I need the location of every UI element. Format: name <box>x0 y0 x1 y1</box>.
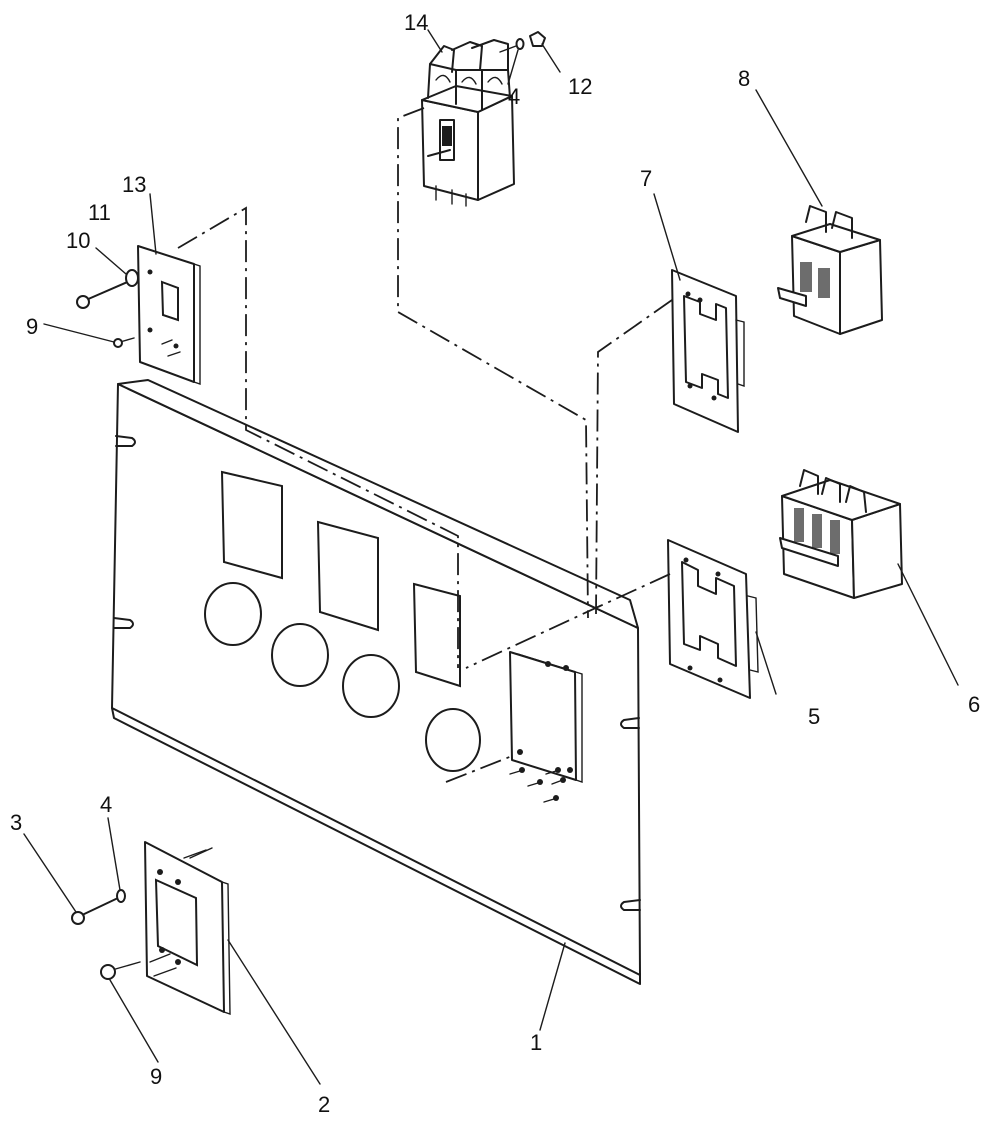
lower-left-plate <box>71 841 231 1015</box>
breaker-8-front <box>791 235 841 335</box>
panel-round-cutout-2 <box>271 623 329 687</box>
bracket-5-cutout <box>681 561 737 667</box>
leader-8 <box>755 89 823 207</box>
leader-12 <box>541 43 561 73</box>
callout-4-lower: 4 <box>100 792 112 817</box>
callout-10: 10 <box>66 228 90 253</box>
breaker-14-terminals <box>429 39 509 73</box>
breaker-14-terminal-walls <box>427 63 511 111</box>
upper-plate-edge <box>193 263 201 385</box>
panel-slot-lower-right <box>620 899 641 911</box>
leader-9-lower <box>109 979 159 1063</box>
callout-4-upper: 4 <box>508 84 520 109</box>
leader-4-lower <box>107 817 121 891</box>
leader-13 <box>149 193 157 255</box>
bracket-7-plate <box>671 269 739 433</box>
callout-2: 2 <box>318 1092 330 1117</box>
callout-5: 5 <box>808 704 820 729</box>
breaker-8-handle <box>777 287 807 307</box>
leader-2 <box>227 939 321 1085</box>
panel-rect-cutout-2 <box>316 520 379 632</box>
panel-meter-box <box>509 651 577 781</box>
callout-9-lower: 9 <box>150 1064 162 1089</box>
callout-8: 8 <box>738 66 750 91</box>
breaker-8 <box>777 205 883 335</box>
top-breaker <box>421 31 546 207</box>
washer-4-lower <box>116 889 126 903</box>
callout-12: 12 <box>568 74 592 99</box>
screw-3-head <box>71 911 85 925</box>
assembly-lines <box>177 107 673 859</box>
bracket-5-plate <box>667 539 751 699</box>
breaker-6-terminals <box>799 469 867 513</box>
leader-9-upper <box>43 323 115 343</box>
meter-box-stud <box>563 665 569 671</box>
leader-3 <box>23 833 77 913</box>
bracket-7-cutout <box>683 295 729 399</box>
callout-1: 1 <box>530 1030 542 1055</box>
leader-7 <box>653 193 681 281</box>
breaker-14-top <box>421 85 513 113</box>
panel-rect-cutout-3 <box>412 582 461 688</box>
panel-slot-upper-left <box>115 435 136 447</box>
leader-1 <box>539 942 566 1031</box>
screw-10-head <box>76 295 90 309</box>
callout-labels: 1 2 3 4 4 5 6 7 8 9 9 10 11 12 13 14 <box>10 10 980 1117</box>
nut-9-lower <box>100 964 116 980</box>
leader-lines <box>23 29 959 1085</box>
panel-bottom-edge <box>111 707 641 985</box>
lower-plate-edge <box>221 881 231 1015</box>
leader-4-upper <box>507 49 519 85</box>
callout-13: 13 <box>122 172 146 197</box>
plate-hole <box>173 343 179 349</box>
meter-box-stud <box>517 749 523 755</box>
panel-round-cutout-4 <box>425 708 481 772</box>
callout-3: 3 <box>10 810 22 835</box>
panel-round-cutout-3 <box>342 654 400 718</box>
callout-7: 7 <box>640 166 652 191</box>
leader-11 <box>95 247 127 275</box>
breaker-14-side <box>477 95 515 201</box>
leader-6 <box>897 563 959 686</box>
leader-14 <box>427 29 443 53</box>
panel-slot-upper-right <box>620 717 640 729</box>
panel-screws <box>509 767 566 803</box>
leader-5 <box>755 631 777 695</box>
breaker-8-top <box>791 223 881 253</box>
screw-10-shank <box>85 279 133 301</box>
plate-hole <box>147 269 153 275</box>
breaker-6-handle <box>779 537 839 567</box>
plate-hole <box>147 327 153 333</box>
nut-9-upper <box>113 338 123 348</box>
breaker-8-side <box>839 239 883 335</box>
washer-4-upper <box>515 38 525 50</box>
callout-14: 14 <box>404 10 428 35</box>
washer-11 <box>125 269 139 287</box>
bracket-5 <box>667 539 759 699</box>
lower-plate-window <box>154 878 199 967</box>
breaker-8-terminals <box>805 205 853 239</box>
main-panel <box>111 379 641 985</box>
callout-11: 11 <box>88 200 111 225</box>
breaker-6 <box>779 469 903 599</box>
breaker-14-toggle <box>442 126 452 146</box>
callout-9-upper: 9 <box>26 314 38 339</box>
panel-round-cutout-1 <box>204 582 262 646</box>
meter-box-stud <box>567 767 573 773</box>
upper-left-plate <box>76 245 201 385</box>
panel-slot-lower-left <box>113 617 134 629</box>
panel-top-flange <box>117 379 639 629</box>
bracket-7 <box>671 269 745 433</box>
nut-12 <box>529 31 546 47</box>
panel-rect-cutout-1 <box>220 470 283 580</box>
meter-box-stud <box>545 661 551 667</box>
upper-plate-window <box>160 280 179 322</box>
callout-6: 6 <box>968 692 980 717</box>
screw-3-shank <box>79 897 119 917</box>
